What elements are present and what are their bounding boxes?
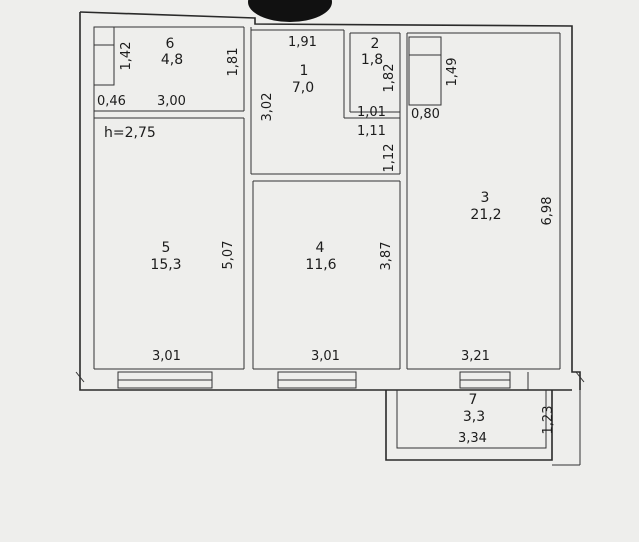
room-3-area: 21,2 [470,207,501,223]
room-1-area: 7,0 [292,80,314,96]
dim-r6-height: 1,42 [119,42,134,71]
dim-r1-left: 3,02 [260,93,275,122]
room-7-area: 3,3 [463,409,485,425]
dim-r3-width: 3,21 [461,349,490,364]
room-4-number: 4 [316,240,325,256]
dim-r5-height: 5,07 [221,241,236,270]
dim-r7-width: 3,34 [458,431,487,446]
dim-r3-niche-height: 1,49 [445,58,460,87]
room-6-number: 6 [166,36,175,52]
dim-r1-top: 1,91 [288,35,317,50]
room-4-area: 11,6 [305,257,336,273]
dim-r2-bottom: 1,01 [357,105,386,120]
room-6-area: 4,8 [161,52,183,68]
ceiling-height: h=2,75 [104,125,156,141]
room-labels: 6 4,8 1 7,0 2 1,8 3 21,2 4 11,6 5 15,3 7… [104,36,502,425]
dim-corridor-height: 1,12 [382,144,397,173]
dim-r6-niche-width: 0,46 [97,94,126,109]
room-5-number: 5 [162,240,171,256]
walls [75,11,585,466]
room-1-number: 1 [300,63,309,79]
top-shadow [248,0,332,22]
dim-r5-width: 3,01 [152,349,181,364]
room-2-number: 2 [371,36,380,52]
dim-r4-height: 3,87 [379,242,394,271]
dim-r6-right: 1,81 [226,48,241,77]
dim-corridor-width: 1,11 [357,124,386,139]
dimension-labels: 0,46 3,00 1,91 1,01 1,11 0,80 3,01 3,01 … [97,35,556,446]
dim-r2-right: 1,82 [382,64,397,93]
room-5-area: 15,3 [150,257,181,273]
dim-r6-width: 3,00 [157,94,186,109]
dim-r4-width: 3,01 [311,349,340,364]
dim-r7-height: 1,23 [541,406,556,435]
room-3-number: 3 [481,190,490,206]
dim-r3-height: 6,98 [540,197,555,226]
dim-r3-niche-width: 0,80 [411,107,440,122]
room-7-number: 7 [469,392,478,408]
room-2-area: 1,8 [361,52,383,68]
